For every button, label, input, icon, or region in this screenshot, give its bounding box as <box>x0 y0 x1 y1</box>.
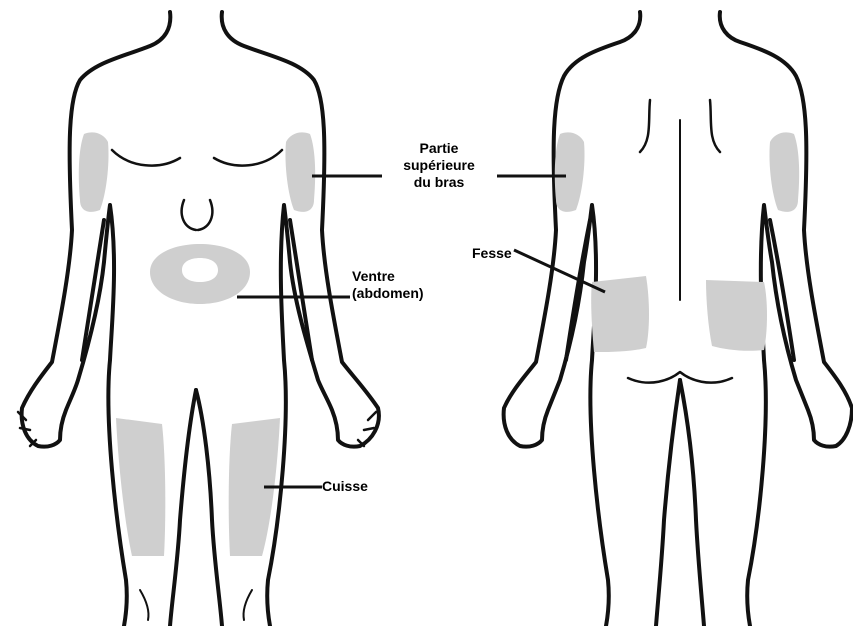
zone-thigh-right <box>116 418 165 556</box>
label-abdomen-line1: Ventre <box>352 268 424 285</box>
zone-front-upper-arm-right <box>79 132 109 211</box>
leader-buttock <box>514 250 605 292</box>
label-upper-arm: Partie supérieure du bras <box>384 140 494 191</box>
zone-buttock-left <box>591 276 649 352</box>
label-thigh: Cuisse <box>322 478 368 495</box>
zone-abdomen <box>150 244 250 304</box>
label-upper-arm-line2: supérieure <box>384 157 494 174</box>
label-upper-arm-line3: du bras <box>384 174 494 191</box>
zone-back-upper-arm-left <box>555 132 585 211</box>
label-buttock: Fesse <box>472 245 512 262</box>
back-body-outline <box>504 12 852 626</box>
zone-back-upper-arm-right <box>769 132 799 211</box>
label-abdomen: Ventre (abdomen) <box>352 268 424 302</box>
front-body-outline <box>18 12 379 626</box>
zone-front-upper-arm-left <box>285 132 315 211</box>
label-abdomen-line2: (abdomen) <box>352 285 424 302</box>
label-upper-arm-line1: Partie <box>384 140 494 157</box>
zone-buttock-right <box>706 280 767 351</box>
